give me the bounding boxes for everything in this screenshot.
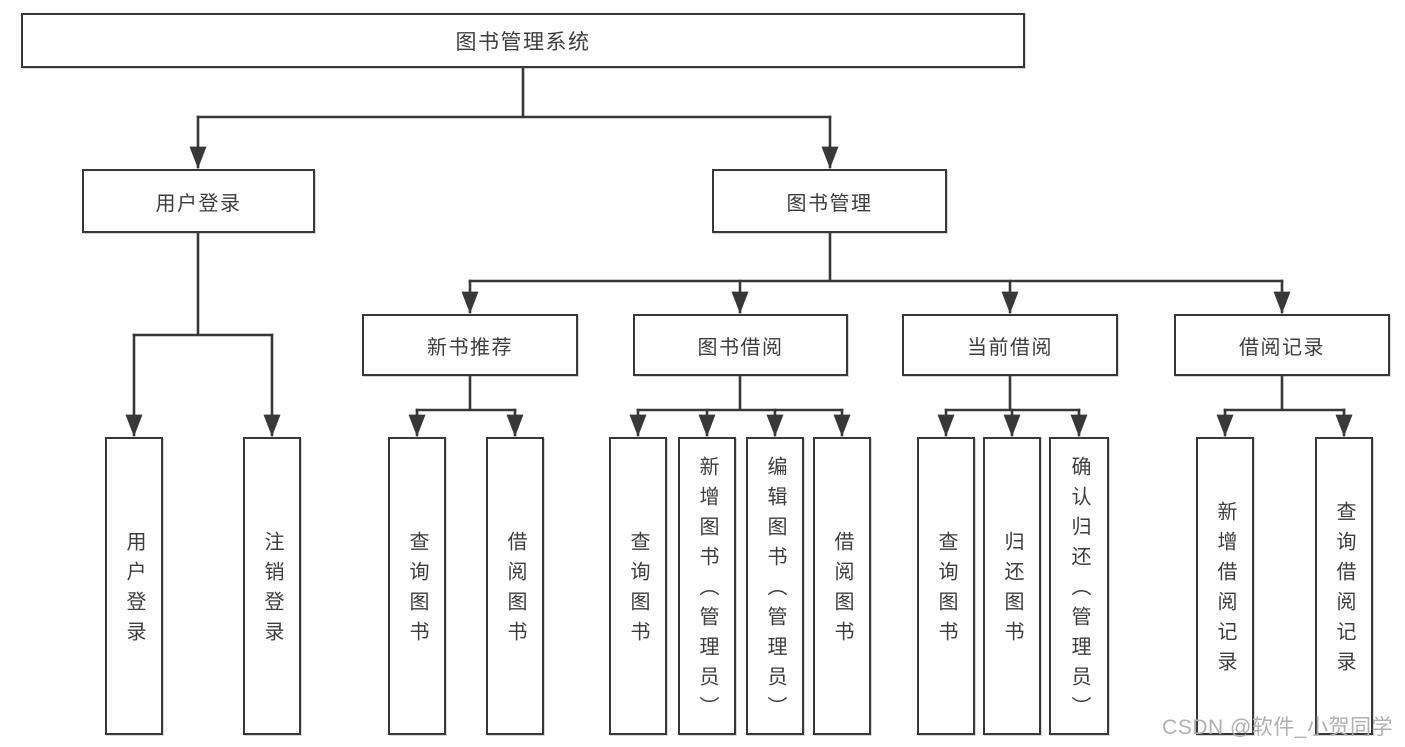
leaf-bb-add-book-admin: 新增图书（管理员） [678, 437, 736, 735]
connector-book-mgmt-split [468, 231, 1284, 283]
leaf-br-add-record: 新增借阅记录 [1196, 437, 1254, 735]
node-book-management: 图书管理 [712, 169, 947, 233]
node-book-borrowing: 图书借阅 [633, 314, 848, 376]
leaf-user-login: 用户登录 [105, 437, 163, 735]
connector-borrow-record-split [1223, 374, 1346, 412]
watermark: CSDN @软件_小贺同学 [1162, 716, 1393, 739]
leaf-nb-borrow-books: 借阅图书 [486, 437, 544, 735]
node-borrowing-records: 借阅记录 [1174, 314, 1390, 376]
node-library-management-system: 图书管理系统 [21, 13, 1025, 68]
leaf-cb-query-books: 查询图书 [917, 437, 975, 735]
leaf-br-query-record: 查询借阅记录 [1315, 437, 1373, 735]
connector-current-borrow-split [944, 374, 1081, 412]
connector-root-split [196, 66, 832, 119]
connector-new-book-split [415, 374, 517, 412]
leaf-cb-confirm-return-admin: 确认归还（管理员） [1049, 437, 1109, 735]
leaf-bb-borrow-books: 借阅图书 [813, 437, 871, 735]
node-user-login: 用户登录 [82, 169, 315, 233]
node-new-book-recommend: 新书推荐 [362, 314, 578, 376]
connector-book-borrow-split [636, 374, 844, 412]
leaf-nb-query-books: 查询图书 [388, 437, 446, 735]
leaf-bb-query-books: 查询图书 [609, 437, 667, 735]
leaf-logout: 注销登录 [243, 437, 301, 735]
leaf-bb-edit-book-admin: 编辑图书（管理员） [746, 437, 804, 735]
connector-user-login-split [132, 231, 274, 337]
leaf-cb-return-books: 归还图书 [983, 437, 1041, 735]
node-current-borrowing: 当前借阅 [902, 314, 1118, 376]
